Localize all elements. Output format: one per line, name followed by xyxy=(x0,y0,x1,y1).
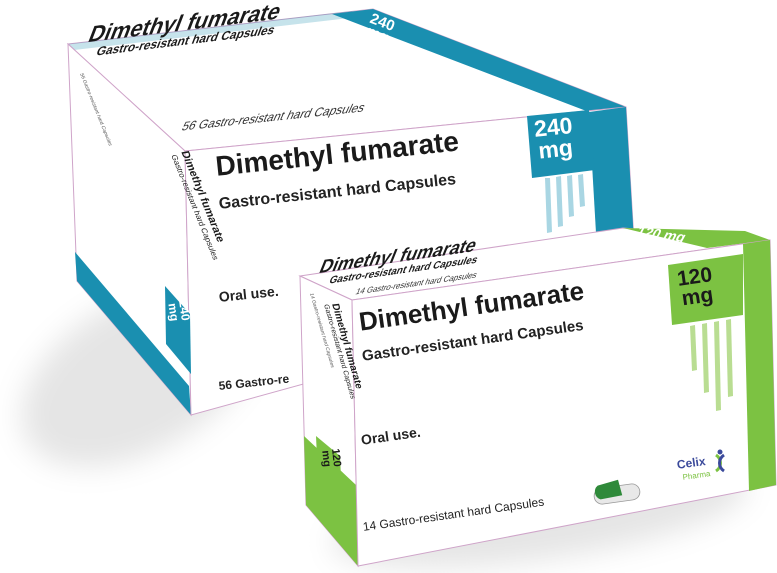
box-240-top-band xyxy=(332,9,626,112)
box-120-side-strength-unit: mg xyxy=(319,449,333,468)
box-240-side-band xyxy=(75,252,191,415)
box-120-front-band xyxy=(743,240,776,491)
box-120-top-band xyxy=(623,228,770,248)
capsule-icon xyxy=(593,479,641,505)
box-240-side-badge xyxy=(165,286,191,374)
box-120-strength: 120 mg xyxy=(676,263,716,311)
box-240-strength-tab xyxy=(527,110,595,178)
box-120-strength-unit: mg xyxy=(680,283,715,311)
box-120-stripes xyxy=(690,319,733,411)
box-120-strength-tab xyxy=(668,254,743,325)
box-240-stripes xyxy=(545,174,585,233)
celix-logo-icon xyxy=(715,449,725,473)
box-120-side-strength: 120 mg xyxy=(319,448,343,468)
box-240-top-strip xyxy=(68,11,358,50)
box-120-side-badge xyxy=(316,436,342,500)
